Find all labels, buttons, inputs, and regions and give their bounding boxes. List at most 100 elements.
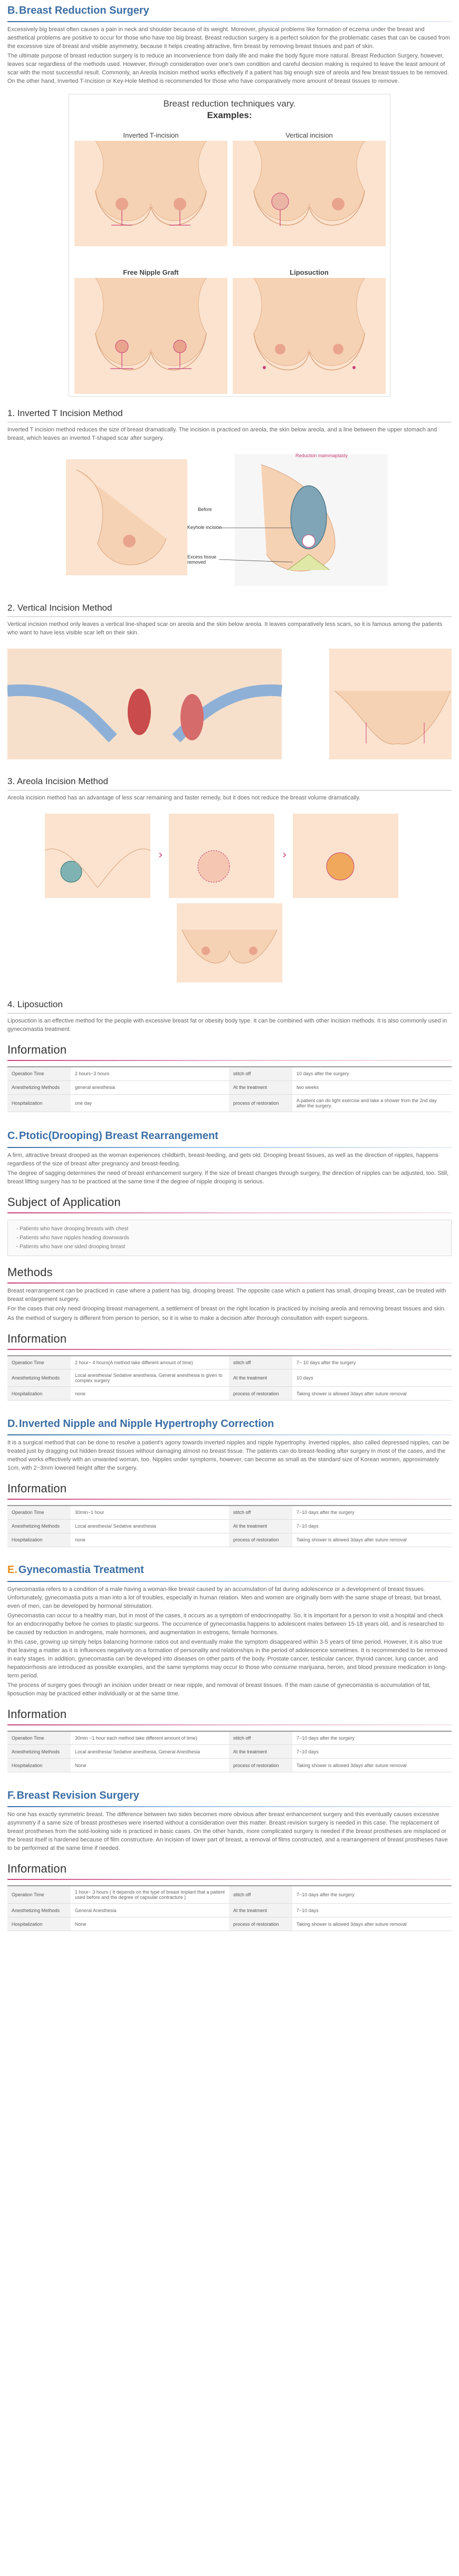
paragraph: No one has exactly symmetric breast. The… bbox=[7, 1811, 448, 1851]
table-value: general anesthesia bbox=[71, 1080, 229, 1095]
svg-text:›: › bbox=[158, 848, 163, 862]
technique-label: Inverted T-incision bbox=[123, 131, 179, 139]
table-value: 7~10 days after the surgery bbox=[292, 1505, 452, 1520]
table-key: process of restoration bbox=[229, 1533, 292, 1547]
method-title: 2. Vertical Incision Method bbox=[7, 603, 112, 613]
section-rule bbox=[7, 21, 452, 22]
subject-list: - Patients who have drooping breasts wit… bbox=[7, 1219, 452, 1256]
paragraph: A firm, attractive breast drooped as the… bbox=[7, 1152, 438, 1167]
info-rule bbox=[7, 1879, 452, 1880]
technique-label: Free Nipple Graft bbox=[123, 268, 179, 276]
table-row: Operation Time 30min~1 hour stitch off 7… bbox=[7, 1505, 452, 1520]
table-value: 7~10 days after the surgery bbox=[292, 1885, 452, 1904]
technique-liposuction: Liposuction bbox=[233, 268, 386, 394]
table-row: Operation Time 2 hour~ 4 hours(A method … bbox=[7, 1355, 452, 1369]
table-row: Anesthetizing Methods General Anesthesia… bbox=[7, 1903, 452, 1917]
info-rule bbox=[7, 1212, 452, 1213]
areola-incision-figure: › › bbox=[44, 808, 414, 988]
table-value: one day bbox=[71, 1094, 229, 1112]
section-rule bbox=[7, 1806, 452, 1807]
svg-text:›: › bbox=[282, 848, 287, 862]
section-title: Ptotic(Drooping) Breast Rearrangement bbox=[19, 1130, 218, 1142]
table-row: Hospitalization None process of restorat… bbox=[7, 1758, 452, 1772]
table-row: Anesthetizing Methods Local anesthesia/ … bbox=[7, 1369, 452, 1387]
table-key: At the treatment bbox=[229, 1080, 292, 1095]
torso-illustration bbox=[233, 278, 386, 394]
intro-paragraph: Excessively big breast often causes a pa… bbox=[7, 26, 450, 50]
paragraph: Breast rearrangement can be practiced in… bbox=[7, 1287, 446, 1303]
table-key: Operation Time bbox=[7, 1730, 71, 1745]
figure-label: Reduction mammaplasty bbox=[295, 453, 348, 458]
section-title: Breast Revision Surgery bbox=[16, 1789, 139, 1801]
table-value: 7~10 days bbox=[292, 1744, 452, 1759]
info-title: Information bbox=[7, 1707, 67, 1721]
table-row: Hospitalization none process of restorat… bbox=[7, 1533, 452, 1547]
info-rule bbox=[7, 1499, 452, 1500]
info-table: Operation Time 1 hour~ 3 hours ( It depe… bbox=[7, 1885, 452, 1931]
table-key: Anesthetizing Methods bbox=[7, 1080, 71, 1095]
table-value: None bbox=[71, 1758, 229, 1772]
areola-incision-illustration: › › bbox=[44, 814, 398, 982]
section-title: Breast Reduction Surgery bbox=[19, 4, 149, 16]
table-key: At the treatment bbox=[229, 1744, 292, 1759]
info-table: Operation Time 30min ~1 hour each method… bbox=[7, 1730, 452, 1772]
table-value: two weeks bbox=[292, 1080, 452, 1095]
table-value: 2 hour~ 4 hours(A method take different … bbox=[71, 1355, 229, 1369]
table-value: none bbox=[71, 1386, 229, 1401]
paragraph: It is a surgical method that can be done… bbox=[7, 1440, 450, 1471]
table-value: Taking shower is allowed 3days after sut… bbox=[292, 1758, 452, 1772]
paragraph: As the method of surgery is different fr… bbox=[7, 1315, 369, 1321]
vertical-incision-figure bbox=[7, 643, 452, 765]
section-rule bbox=[7, 1146, 452, 1148]
table-key: Hospitalization bbox=[7, 1917, 71, 1931]
paragraph: Gynecomastia refers to a condition of a … bbox=[7, 1586, 442, 1609]
table-value: 30min ~1 hour each method take different… bbox=[71, 1730, 229, 1745]
section-c-header: C. Ptotic(Drooping) Breast Rearrangement bbox=[0, 1126, 459, 1147]
section-title: Gynecomastia Treatment bbox=[18, 1564, 144, 1576]
method-text: Liposuction is an effective method for t… bbox=[7, 1018, 447, 1033]
table-key: Anesthetizing Methods bbox=[7, 1369, 71, 1387]
table-key: process of restoration bbox=[229, 1386, 292, 1401]
info-title: Information bbox=[7, 1043, 67, 1056]
table-key: At the treatment bbox=[229, 1369, 292, 1387]
table-key: Operation Time bbox=[7, 1505, 71, 1520]
method-title: 3. Areola Incision Method bbox=[7, 776, 108, 786]
section-rule bbox=[7, 1580, 452, 1582]
table-key: At the treatment bbox=[229, 1519, 292, 1533]
section-letter: D. bbox=[7, 1417, 18, 1430]
table-key: process of restoration bbox=[229, 1758, 292, 1772]
techniques-panel: Breast reduction techniques vary. Exampl… bbox=[69, 94, 390, 397]
paragraph: For the cases that only need drooping br… bbox=[7, 1305, 446, 1312]
method-text: Inverted T incision method reduces the s… bbox=[7, 427, 437, 441]
table-row: Hospitalization None process of restorat… bbox=[7, 1917, 452, 1931]
table-value: 7~10 days bbox=[292, 1519, 452, 1533]
list-item: - Patients who have one sided drooping b… bbox=[16, 1243, 126, 1250]
techniques-subheading: Examples: bbox=[207, 110, 252, 120]
table-value: none bbox=[71, 1533, 229, 1547]
list-item: - Patients who have drooping breasts wit… bbox=[16, 1226, 129, 1232]
info-rule bbox=[7, 1060, 452, 1061]
table-row: Hospitalization one day process of resto… bbox=[7, 1094, 452, 1112]
methods-title: Methods bbox=[7, 1265, 53, 1279]
info-rule bbox=[7, 1724, 452, 1725]
table-row: Operation Time 1 hour~ 3 hours ( It depe… bbox=[7, 1885, 452, 1904]
table-key: stitch off bbox=[229, 1885, 292, 1904]
method-text: Vertical incision method only leaves a v… bbox=[7, 621, 443, 636]
table-key: Hospitalization bbox=[7, 1758, 71, 1772]
subject-title: Subject of Application bbox=[7, 1195, 121, 1209]
technique-vertical: Vertical incision bbox=[233, 131, 386, 247]
method-title: 4. Liposuction bbox=[7, 999, 63, 1009]
technique-inverted-t: Inverted T-incision bbox=[74, 131, 227, 247]
table-value: 1 hour~ 3 hours ( It depends on the type… bbox=[71, 1885, 229, 1904]
table-value: 7~10 days bbox=[292, 1903, 452, 1917]
torso-illustration bbox=[74, 141, 227, 246]
section-rule bbox=[7, 1434, 452, 1435]
table-row: Anesthetizing Methods Local anesthesia/ … bbox=[7, 1744, 452, 1759]
table-value: None bbox=[71, 1917, 229, 1931]
section-letter: C. bbox=[7, 1130, 18, 1142]
info-title: Information bbox=[7, 1862, 67, 1875]
table-key: process of restoration bbox=[229, 1917, 292, 1931]
table-row: Operation Time 30min ~1 hour each method… bbox=[7, 1730, 452, 1745]
table-key: Anesthetizing Methods bbox=[7, 1519, 71, 1533]
